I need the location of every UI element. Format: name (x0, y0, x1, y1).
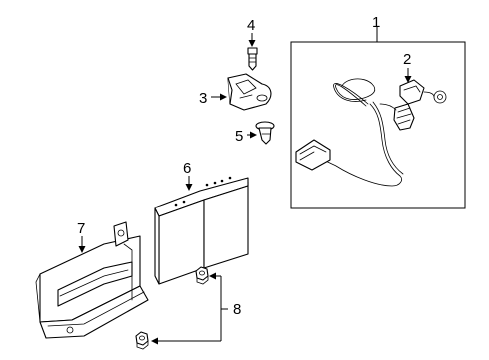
harness-kit-frame (290, 41, 466, 209)
callout-4: 4 (247, 17, 255, 34)
part-8-nuts: 8 (135, 266, 241, 350)
callout-7: 7 (77, 220, 85, 237)
callout-3: 3 (199, 90, 207, 107)
callout-6: 6 (183, 160, 191, 177)
nut-lower (135, 331, 149, 350)
callout-5: 5 (235, 128, 243, 145)
part-5-fastener: 5 (235, 121, 275, 145)
harness-cable-loop (335, 78, 376, 107)
part-2-clip (399, 79, 447, 105)
part-6-control-module: 6 (154, 160, 249, 285)
harness-plug (295, 139, 331, 171)
callout-8: 8 (233, 301, 241, 318)
harness-connector (393, 103, 415, 131)
part-1-wiring-harness-group: 1 2 (290, 14, 466, 209)
callout-2: 2 (403, 51, 411, 68)
harness-cable-main (317, 103, 402, 187)
part-7-mounting-bracket: 7 (35, 220, 149, 339)
part-4-bolt: 4 (247, 17, 258, 71)
part-3-bracket: 3 (199, 73, 272, 111)
nut-upper (195, 266, 209, 285)
callout-1: 1 (372, 14, 380, 31)
